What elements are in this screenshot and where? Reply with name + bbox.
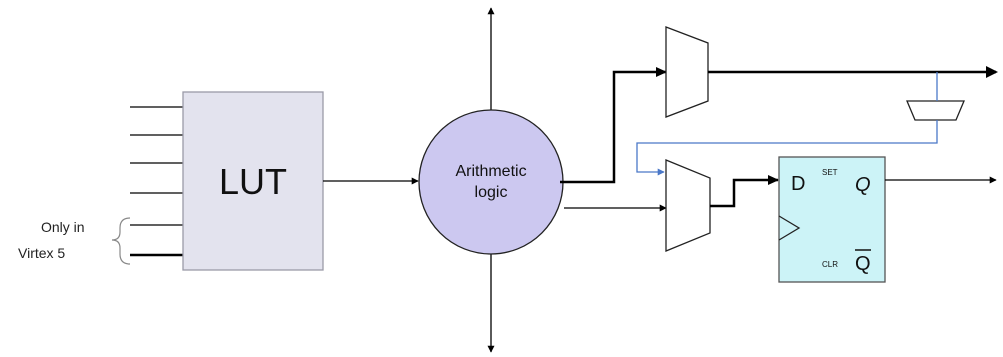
lower-mux-to-ff-wire	[710, 178, 778, 208]
flip-flop-block	[778, 156, 886, 283]
top-mux	[665, 26, 709, 118]
ff-set-label: SET	[822, 168, 838, 177]
top-output-arrowhead	[986, 66, 998, 78]
ff-d-arrowhead	[768, 175, 779, 185]
ff-clr-label: CLR	[822, 260, 838, 269]
arithmetic-logic-block	[418, 109, 564, 255]
arith-label-line2: logic	[475, 184, 508, 201]
arith-label-line1: Arithmetic	[455, 163, 526, 180]
arith-to-top-mux-wire	[560, 70, 666, 184]
ff-qbar-label: Q	[855, 253, 871, 275]
note-line2: Virtex 5	[18, 245, 65, 261]
feedback-mux	[906, 100, 965, 121]
virtex5-brace	[111, 217, 131, 265]
lut-label: LUT	[219, 161, 287, 202]
ff-d-label: D	[791, 173, 805, 195]
lut-block	[182, 91, 324, 271]
arith-to-top-mux-arrowhead	[656, 67, 667, 77]
feedback-wire-return	[636, 120, 938, 176]
lut-inputs	[130, 106, 183, 257]
ff-q-label: Q	[855, 174, 871, 196]
ff-clock-triangle	[778, 215, 801, 241]
lower-mux	[665, 159, 711, 252]
note-line1: Only in	[41, 219, 85, 235]
